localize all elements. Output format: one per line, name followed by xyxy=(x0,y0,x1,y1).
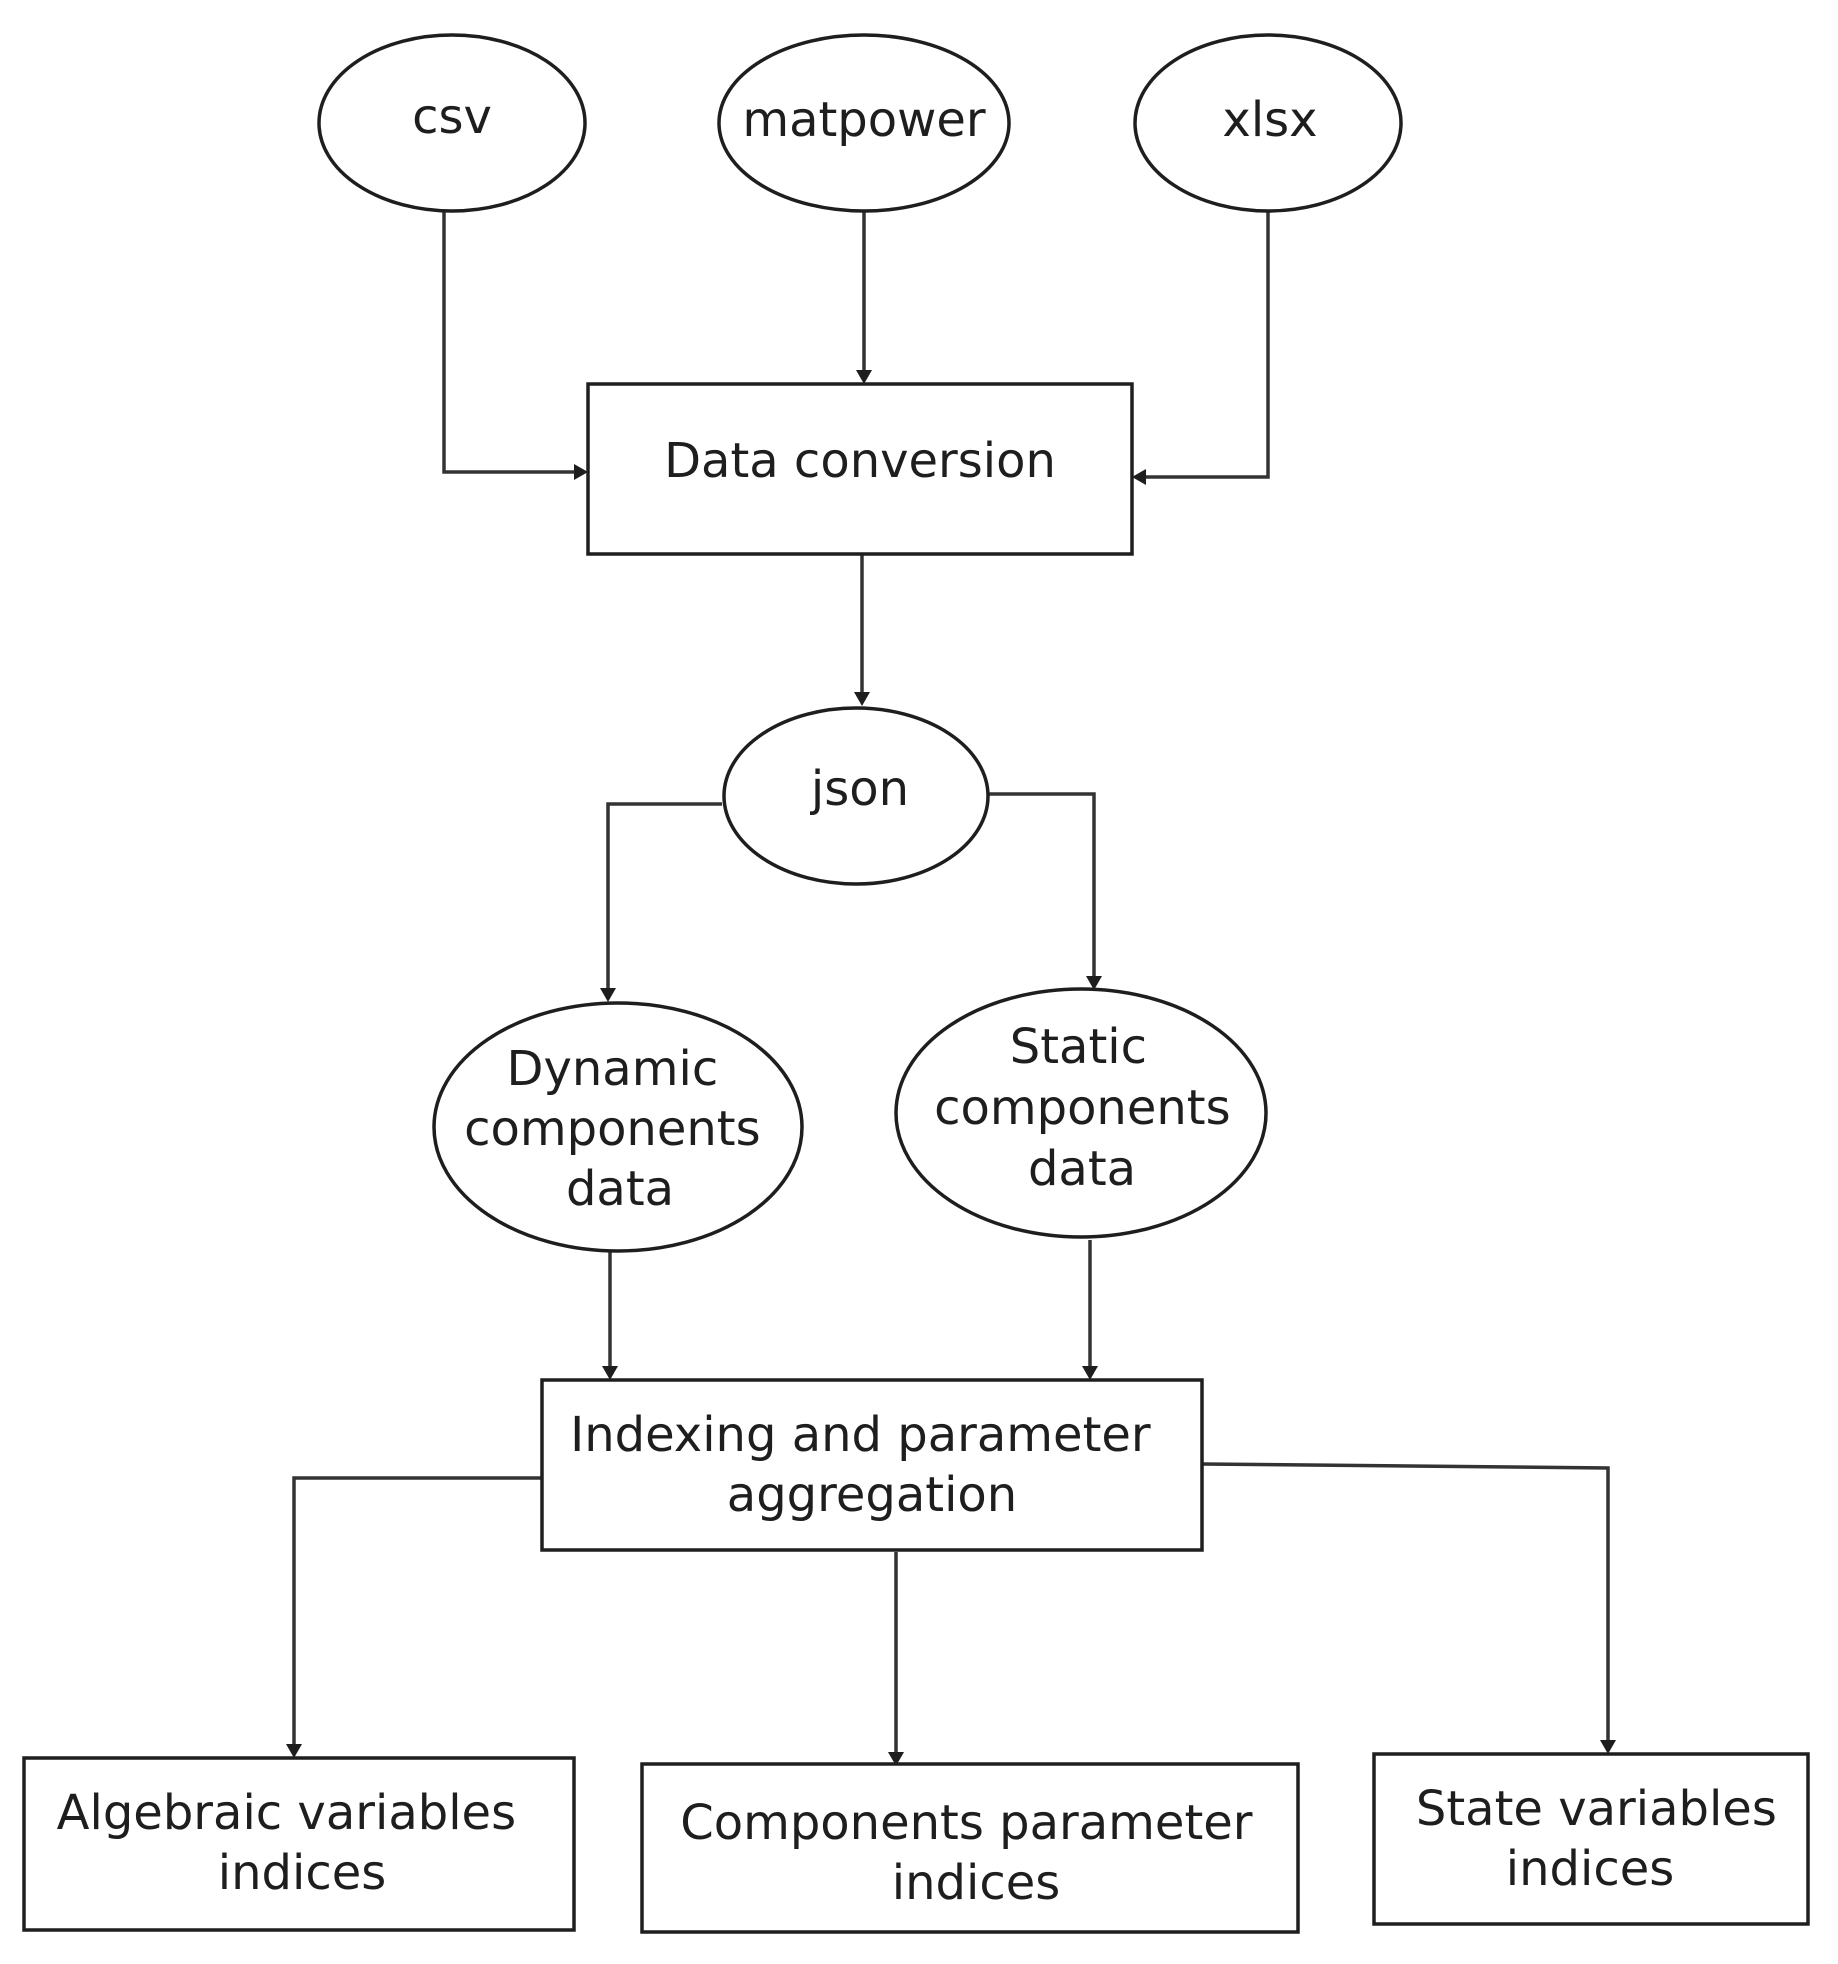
node-data-conversion: Data conversion xyxy=(586,382,1134,556)
node-state-label-line-2: indices xyxy=(1506,1841,1675,1897)
node-static-label: Static components data xyxy=(934,1019,1246,1197)
node-csv-label-line: csv xyxy=(412,89,492,145)
edge-indexing-to-algebraic xyxy=(286,1476,542,1758)
node-dynamic-label-line-2: components xyxy=(464,1101,761,1157)
node-data-conversion-label: Data conversion xyxy=(664,433,1056,489)
node-xlsx-label: xlsx xyxy=(1222,92,1317,148)
node-algebraic-label-line-1: Algebraic variables xyxy=(57,1785,516,1841)
node-state-label: State variables indices xyxy=(1416,1781,1792,1897)
node-components-param-label-line-2: indices xyxy=(892,1855,1061,1911)
node-indexing-label-line-1: Indexing and parameter xyxy=(570,1407,1151,1463)
node-dynamic-components-data: Dynamic components data xyxy=(432,1001,804,1253)
node-algebraic-label-line-2: indices xyxy=(218,1845,387,1901)
node-dynamic-label-line-3: data xyxy=(566,1161,674,1217)
nodes: csv matpower xlsx Data conversion json xyxy=(22,33,1810,1934)
node-components-param-label-line-1: Components parameter xyxy=(680,1795,1253,1851)
node-matpower: matpower xyxy=(717,33,1011,213)
node-data-conversion-label-line: Data conversion xyxy=(664,433,1056,489)
edge-json-to-static xyxy=(988,792,1102,990)
node-static-components-data: Static components data xyxy=(894,987,1268,1239)
node-state-label-line-1: State variables xyxy=(1416,1781,1777,1837)
node-state-variables-indices: State variables indices xyxy=(1372,1752,1810,1926)
node-csv-label: csv xyxy=(412,89,492,145)
node-indexing-label-line-2: aggregation xyxy=(727,1467,1017,1523)
node-static-label-line-1: Static xyxy=(1010,1019,1147,1075)
node-components-param-label: Components parameter indices xyxy=(680,1795,1268,1911)
node-indexing-label: Indexing and parameter aggregation xyxy=(570,1407,1166,1523)
edge-csv-to-data-conversion xyxy=(442,212,588,480)
node-algebraic-variables-indices: Algebraic variables indices xyxy=(22,1756,576,1932)
node-csv: csv xyxy=(317,33,587,213)
node-algebraic-label: Algebraic variables indices xyxy=(57,1785,532,1901)
edge-dynamic-to-indexing xyxy=(602,1252,618,1380)
node-matpower-label: matpower xyxy=(742,92,986,148)
edge-data-conversion-to-json xyxy=(854,554,870,706)
node-static-label-line-3: data xyxy=(1028,1141,1136,1197)
node-dynamic-label-line-1: Dynamic xyxy=(507,1041,719,1097)
node-components-parameter-indices: Components parameter indices xyxy=(640,1762,1300,1934)
edge-indexing-to-components-param xyxy=(888,1552,904,1766)
connectors xyxy=(286,212,1616,1766)
node-xlsx: xlsx xyxy=(1133,33,1403,213)
edge-xlsx-to-data-conversion xyxy=(1132,212,1270,485)
node-dynamic-label: Dynamic components data xyxy=(464,1041,776,1217)
edge-json-to-dynamic xyxy=(600,802,722,1002)
edge-static-to-indexing xyxy=(1082,1240,1098,1380)
node-json: json xyxy=(722,706,990,886)
node-xlsx-label-line: xlsx xyxy=(1222,92,1317,148)
node-indexing-and-parameter-aggregation: Indexing and parameter aggregation xyxy=(540,1378,1204,1552)
edge-matpower-to-data-conversion xyxy=(856,212,872,384)
node-json-label: json xyxy=(810,761,909,817)
node-matpower-label-line: matpower xyxy=(742,92,986,148)
node-static-label-line-2: components xyxy=(934,1080,1231,1136)
edge-indexing-to-state xyxy=(1201,1462,1616,1754)
node-json-label-line: json xyxy=(810,761,909,817)
